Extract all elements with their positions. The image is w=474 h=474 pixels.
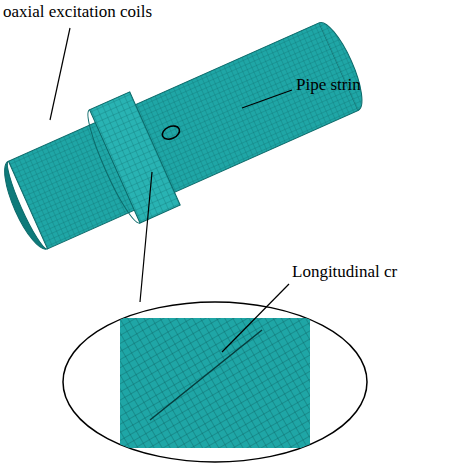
excitation-coil-band — [80, 92, 180, 227]
callout-label: oaxial excitation coils — [3, 3, 152, 22]
callout-label: Pipe strin — [296, 76, 361, 95]
crack-marker — [160, 123, 181, 141]
callout-label: Longitudinal cr — [292, 263, 397, 282]
zoom-inset — [63, 302, 367, 462]
leader-lines — [50, 28, 292, 352]
pipe-string-mesh — [0, 4, 377, 267]
